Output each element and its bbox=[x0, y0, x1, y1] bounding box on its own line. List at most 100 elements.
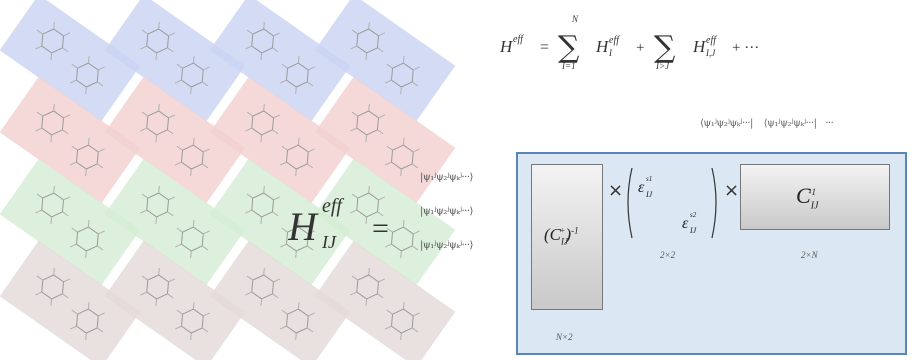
right-matrix: CIJ-1 bbox=[740, 164, 890, 230]
ring-bond bbox=[365, 298, 368, 306]
ring-bond bbox=[35, 127, 42, 132]
ring-bond bbox=[384, 161, 392, 166]
ring-bond bbox=[260, 52, 263, 60]
molecule-tile bbox=[0, 158, 141, 286]
ring-bond bbox=[297, 56, 300, 64]
heff-sub: IJ bbox=[321, 232, 337, 252]
ring-bond bbox=[378, 196, 386, 201]
ring-bond bbox=[273, 32, 281, 37]
ring-bond bbox=[246, 29, 254, 35]
ring-bond bbox=[140, 127, 147, 132]
bra-2: ⟨ψ₁ʲψ₂ʲψₖʲ···| bbox=[763, 118, 817, 129]
ring-bond bbox=[306, 245, 314, 251]
ring-bond bbox=[141, 111, 149, 117]
ring-bond bbox=[63, 32, 71, 37]
ring-bond bbox=[158, 185, 160, 194]
ring-bond bbox=[85, 86, 87, 95]
molecule-tile bbox=[314, 76, 456, 204]
ring-bond bbox=[176, 309, 183, 315]
tile-background bbox=[0, 76, 141, 204]
ring-bond bbox=[35, 45, 42, 50]
ring-bond bbox=[245, 291, 252, 296]
tile-background bbox=[314, 158, 456, 286]
ring-bond bbox=[411, 327, 419, 333]
eq-equals: = bbox=[540, 39, 549, 56]
ring-bond bbox=[69, 79, 77, 84]
ring-bond bbox=[400, 86, 402, 95]
right-dim-label: 2×N bbox=[801, 250, 818, 260]
ring-bond bbox=[87, 302, 90, 310]
ring-bond bbox=[308, 230, 315, 235]
ring-bond bbox=[98, 230, 105, 235]
term1: H bbox=[595, 37, 610, 56]
eq-plus: + bbox=[636, 40, 644, 56]
ring-bond bbox=[350, 291, 357, 296]
ring-bond bbox=[295, 86, 297, 95]
ring-bond bbox=[203, 230, 210, 235]
times-1: × bbox=[608, 180, 624, 201]
sum2-symbol: ∑ bbox=[654, 30, 676, 65]
ring-bond bbox=[98, 312, 105, 317]
bra-1: ⟨ψ₁ʲψ₂ʲψₖʲ···| bbox=[700, 118, 753, 129]
eps2: ε bbox=[682, 215, 689, 232]
term2-sub: I,J bbox=[705, 48, 716, 58]
ring-bond bbox=[263, 103, 265, 112]
ring-bond bbox=[378, 114, 386, 119]
right-matrix-label: CIJ-1 bbox=[796, 183, 818, 211]
ring-bond bbox=[168, 196, 176, 201]
ring-bond bbox=[400, 250, 402, 259]
molecule-tile bbox=[209, 158, 351, 286]
ring-bond bbox=[295, 332, 297, 341]
ring-bond bbox=[400, 332, 402, 341]
ring-bond bbox=[400, 168, 402, 177]
ring-bond bbox=[62, 293, 69, 299]
ring-bond bbox=[279, 325, 287, 330]
heff-ij-label: H eff IJ = bbox=[288, 195, 389, 252]
ring-bond bbox=[168, 114, 176, 119]
ring-bond bbox=[386, 309, 393, 315]
ring-bond bbox=[85, 250, 87, 259]
eq-lhs-sup: eff bbox=[513, 34, 524, 45]
eps2-sub: IJ bbox=[689, 226, 697, 235]
sum1-lower: I=1 bbox=[561, 61, 576, 71]
ring-bond bbox=[402, 56, 405, 64]
heff-equals: = bbox=[372, 212, 389, 245]
ring-bond bbox=[174, 79, 182, 84]
ring-bond bbox=[168, 278, 176, 283]
ring-bond bbox=[279, 79, 287, 84]
ring-bond bbox=[308, 66, 315, 71]
ring-bond bbox=[174, 325, 182, 330]
ring-bond bbox=[53, 267, 55, 276]
ket-2: |ψ₁ʲψ₂ʲψₖʲ···⟩ bbox=[420, 206, 473, 217]
ring-bond bbox=[87, 56, 90, 64]
molecule-tile bbox=[314, 240, 456, 360]
ring-bond bbox=[192, 138, 195, 146]
ring-bond bbox=[411, 81, 419, 87]
ring-bond bbox=[246, 275, 254, 281]
ring-bond bbox=[377, 47, 384, 53]
left-paren bbox=[627, 167, 633, 239]
left-matrix-sub: IJ bbox=[561, 236, 568, 247]
ring-bond bbox=[368, 103, 370, 112]
ring-bond bbox=[272, 293, 279, 299]
left-matrix-exp: -1 bbox=[571, 225, 579, 236]
molecule-tile bbox=[0, 0, 141, 122]
ring-bond bbox=[384, 325, 392, 330]
tile-background bbox=[314, 0, 456, 122]
ring-bond bbox=[402, 302, 405, 310]
tile-background bbox=[104, 240, 246, 360]
ring-bond bbox=[71, 227, 78, 233]
ring-bond bbox=[281, 309, 288, 315]
ring-bond bbox=[263, 267, 265, 276]
ring-bond bbox=[306, 327, 314, 333]
ring-bond bbox=[190, 168, 192, 177]
ring-bond bbox=[174, 243, 182, 248]
sum2-lower: I>J bbox=[655, 61, 670, 71]
ring-bond bbox=[50, 134, 53, 142]
ring-bond bbox=[63, 278, 71, 283]
molecule-tile bbox=[0, 240, 141, 360]
ring-bond bbox=[50, 298, 53, 306]
ring-bond bbox=[96, 163, 104, 169]
ring-bond bbox=[141, 275, 149, 281]
ring-bond bbox=[281, 63, 288, 69]
